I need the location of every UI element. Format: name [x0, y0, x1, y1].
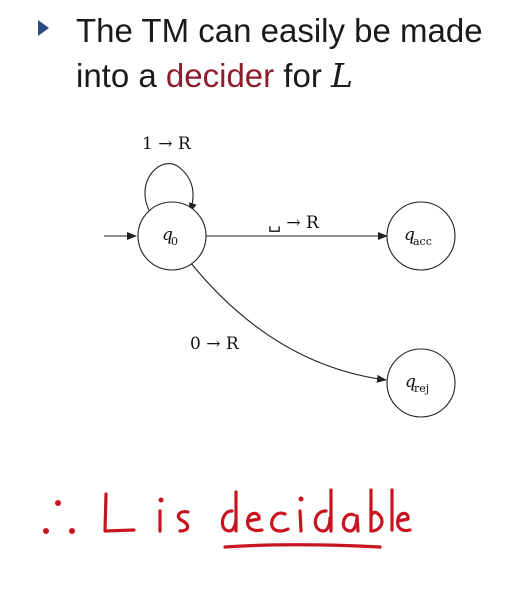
- state-q0-circle: [137, 201, 207, 271]
- hand-letter-e: [246, 511, 264, 533]
- therefore-dot-left: [43, 528, 49, 534]
- accept-edge-label: ␣ → R: [268, 213, 320, 233]
- bullet-line-2-mid: for: [274, 57, 331, 94]
- hand-letter-d2: [313, 488, 333, 533]
- reject-edge: [189, 261, 387, 383]
- state-accept-name: q: [404, 225, 415, 245]
- bullet-line-1: The TM can easily be made: [76, 12, 483, 49]
- hand-dot-i2: [298, 496, 304, 502]
- hand-letter-i2: [298, 509, 303, 533]
- state-q0-subscript: 0: [171, 235, 178, 248]
- state-q0: q 0: [137, 201, 207, 271]
- state-reject-subscript: rej: [414, 382, 429, 395]
- state-accept: q acc: [386, 201, 456, 271]
- bullet-triangle-icon: [38, 20, 49, 36]
- state-accept-circle: [386, 201, 456, 271]
- hand-letter-s: [176, 510, 190, 533]
- hand-letter-L: [103, 492, 136, 533]
- hand-letter-b: [369, 488, 384, 533]
- language-variable: L: [331, 56, 353, 95]
- bullet-text: The TM can easily be made into a decider…: [76, 8, 483, 98]
- self-loop-edge: [144, 163, 197, 215]
- reject-edge-label: 0 → R: [190, 334, 240, 354]
- state-q0-name: q: [162, 225, 173, 245]
- hand-letter-a: [341, 512, 360, 533]
- self-loop-label: 1 → R: [142, 134, 192, 154]
- therefore-dot-right: [69, 528, 75, 534]
- hand-letter-e2: [396, 511, 412, 533]
- bullet-line-2-start: into a: [76, 57, 166, 94]
- hand-dot-i: [158, 497, 164, 503]
- hand-letter-d: [220, 490, 238, 533]
- state-reject-name: q: [405, 372, 416, 392]
- decider-word: decider: [165, 57, 275, 94]
- hand-letter-c: [270, 511, 290, 533]
- therefore-dot-top: [55, 500, 61, 506]
- state-reject-circle: [386, 348, 456, 418]
- state-accept-subscript: acc: [413, 235, 432, 248]
- hand-underline: [223, 543, 382, 549]
- state-reject: q rej: [386, 348, 456, 418]
- handwritten-annotation: [43, 488, 412, 549]
